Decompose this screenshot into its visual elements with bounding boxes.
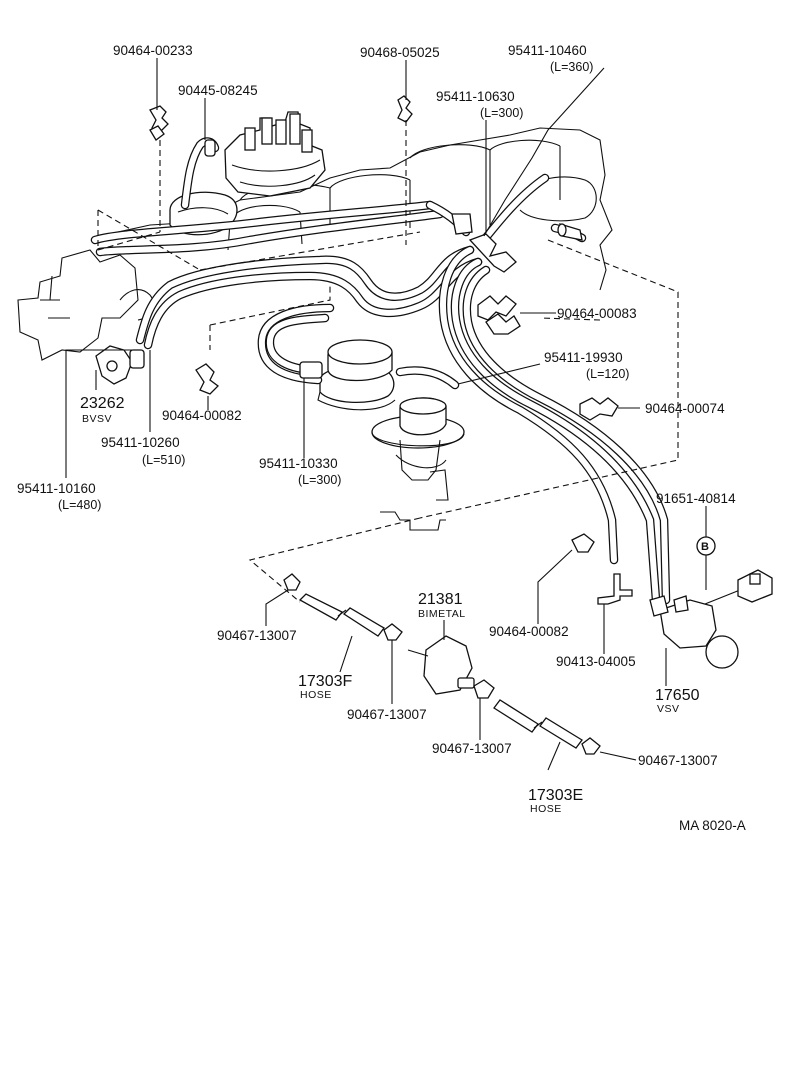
- exploded-parts: [283, 573, 601, 755]
- bvsv-23262: [95, 345, 145, 385]
- label-90468-05025: 90468-05025: [360, 45, 440, 60]
- label-21381-name: BIMETAL: [418, 608, 466, 620]
- label-91651-40814: 91651-40814: [656, 491, 736, 506]
- label-95411-10330-length: (L=300): [298, 473, 341, 487]
- vacuum-actuator: [327, 339, 393, 382]
- label-90467-13007-d: 90467-13007: [638, 753, 718, 768]
- label-90464-00233: 90464-00233: [113, 43, 193, 58]
- label-90413-04005: 90413-04005: [556, 654, 636, 669]
- label-90464-00082-a: 90464-00082: [162, 408, 242, 423]
- hose-bundle: [90, 137, 671, 605]
- distributor: [224, 111, 326, 197]
- vsv-17650: [649, 569, 773, 669]
- label-17303F-name: HOSE: [300, 689, 332, 701]
- label-90467-13007-c: 90467-13007: [432, 741, 512, 756]
- bimetal-21381: [407, 635, 475, 695]
- label-ref-b: B: [701, 541, 709, 553]
- label-95411-19930: 95411-19930: [544, 350, 623, 365]
- label-95411-10460: 95411-10460: [508, 43, 587, 58]
- label-21381: 21381: [418, 591, 463, 608]
- connector-90445-08245: [204, 139, 216, 157]
- clip-90464-00082-a: [195, 363, 219, 395]
- fittings: [95, 95, 773, 669]
- hose-17303E: [493, 699, 583, 749]
- label-95411-10260-length: (L=510): [142, 453, 185, 467]
- leader-lines: [65, 58, 707, 771]
- clip-90464-00083: [477, 295, 521, 335]
- label-95411-10160-length: (L=480): [58, 498, 101, 512]
- label-17650: 17650: [655, 687, 700, 704]
- part-labels: 90464-00233 90445-08245 90468-05025 9541…: [17, 43, 746, 833]
- label-95411-19930-length: (L=120): [586, 367, 629, 381]
- t-fitting-90413-04005: [597, 573, 633, 605]
- label-90464-00074: 90464-00074: [645, 401, 725, 416]
- label-90464-00082-b: 90464-00082: [489, 624, 569, 639]
- label-95411-10630-length: (L=300): [480, 106, 523, 120]
- label-90445-08245: 90445-08245: [178, 83, 258, 98]
- figure-code: MA 8020-A: [679, 818, 746, 833]
- throttle-opener: [371, 397, 465, 501]
- clip-90464-00074: [579, 397, 619, 421]
- label-95411-10160: 95411-10160: [17, 481, 96, 496]
- clip-90464-00233: [149, 105, 169, 141]
- label-17303F: 17303F: [298, 673, 352, 690]
- label-90464-00083: 90464-00083: [557, 306, 637, 321]
- label-95411-10460-length: (L=360): [550, 60, 593, 74]
- clip-90468-05025: [397, 95, 413, 123]
- label-90467-13007-b: 90467-13007: [347, 707, 427, 722]
- clip-90464-00082-b: [571, 533, 595, 553]
- hose-17303F: [298, 593, 385, 637]
- label-23262-name: BVSV: [82, 413, 112, 425]
- dashed-guides: [97, 120, 679, 603]
- label-17303E-name: HOSE: [530, 803, 562, 815]
- label-95411-10630: 95411-10630: [436, 89, 515, 104]
- label-17303E: 17303E: [528, 787, 583, 804]
- label-95411-10330: 95411-10330: [259, 456, 338, 471]
- label-90467-13007-a: 90467-13007: [217, 628, 297, 643]
- label-95411-10260: 95411-10260: [101, 435, 180, 450]
- label-23262: 23262: [80, 395, 125, 412]
- label-17650-name: VSV: [657, 703, 680, 715]
